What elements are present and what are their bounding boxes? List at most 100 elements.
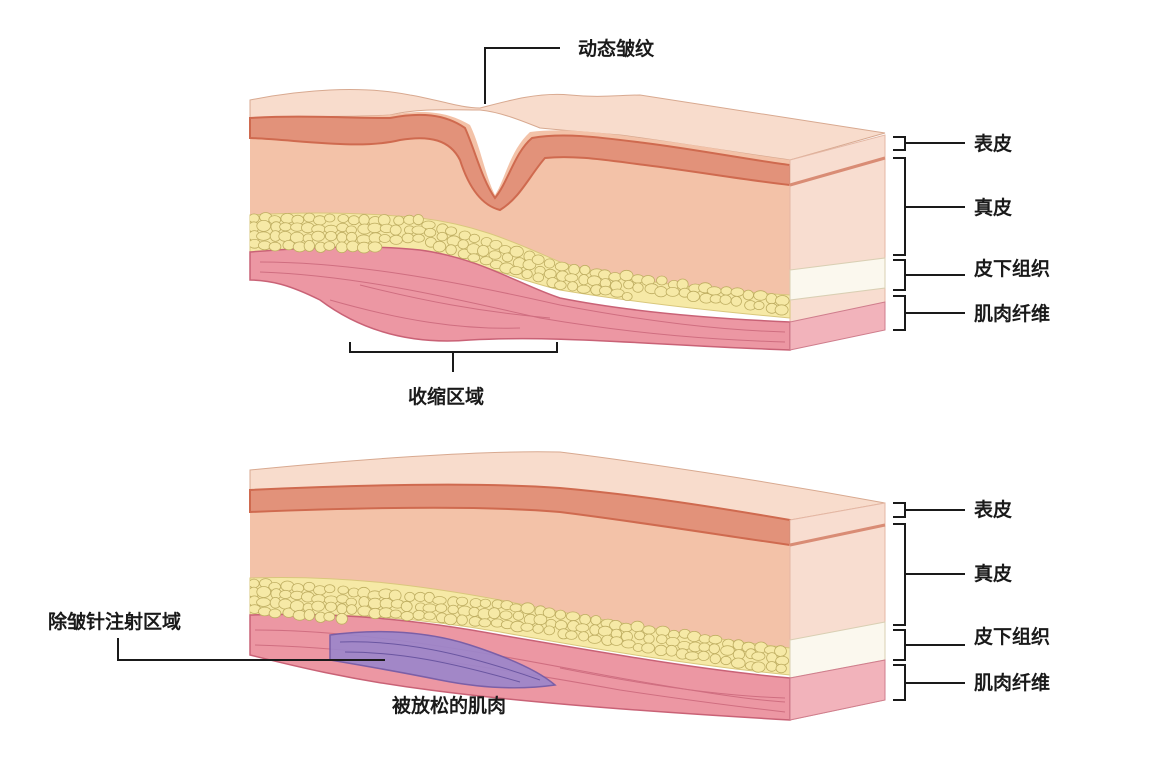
fat-cell	[378, 234, 391, 243]
fat-cell	[323, 611, 336, 622]
wrinkle-label: 动态皱纹	[578, 37, 655, 60]
fat-cell	[578, 631, 589, 642]
fat-cell	[412, 233, 425, 243]
fat-cell	[554, 609, 567, 620]
fat-cell	[278, 598, 293, 610]
top-label-subcutaneous: 皮下组织	[974, 257, 1050, 280]
fat-cell	[422, 603, 438, 613]
fat-cell	[337, 214, 349, 223]
fat-cell	[389, 224, 402, 236]
fat-cell	[765, 293, 778, 305]
fat-cell	[337, 585, 349, 595]
fat-cell	[579, 614, 591, 626]
fat-cell	[599, 285, 612, 296]
fat-cell	[579, 264, 591, 276]
bottom-label-dermis: 真皮	[974, 562, 1012, 585]
fat-cell	[488, 607, 501, 620]
top-label-dermis: 真皮	[974, 196, 1012, 219]
fat-cell	[753, 300, 765, 311]
fat-cell	[256, 219, 272, 232]
fat-cell	[489, 239, 503, 250]
fat-cell	[367, 222, 383, 234]
fat-cell	[311, 230, 325, 242]
fat-cell	[412, 609, 426, 621]
fat-cell	[303, 212, 316, 223]
fat-cell	[543, 625, 556, 636]
fat-cell	[775, 655, 790, 666]
fat-cell	[256, 231, 271, 241]
fat-cell	[324, 601, 337, 612]
fat-cell	[412, 214, 424, 226]
fat-cell	[401, 232, 415, 244]
fat-cell	[610, 636, 623, 646]
top-fat-cells	[250, 212, 790, 316]
fat-cell	[499, 610, 513, 620]
fat-cell	[554, 280, 567, 291]
fat-cell	[643, 633, 655, 644]
fat-cell	[751, 651, 766, 661]
fat-cell	[720, 655, 732, 666]
fat-cell	[765, 661, 778, 672]
fat-cell	[509, 603, 523, 613]
fat-cell	[641, 642, 655, 654]
bottom-layer-brackets	[893, 502, 965, 701]
fat-cell	[400, 600, 413, 612]
fat-cell	[289, 231, 305, 244]
fat-cell	[687, 631, 702, 643]
bottom-dermis-front	[250, 484, 790, 665]
fat-cell	[432, 596, 447, 605]
bottom-skin-block	[249, 451, 886, 721]
fat-cell	[720, 286, 733, 296]
fat-cell	[623, 279, 634, 290]
bottom-label-epidermis: 表皮	[974, 498, 1012, 521]
fat-cell	[324, 213, 336, 223]
fat-cell	[389, 234, 403, 245]
fat-cell	[532, 624, 544, 634]
contraction-label: 收缩区域	[408, 385, 484, 408]
fat-cell	[587, 634, 602, 644]
fat-cell	[567, 281, 578, 292]
fat-cell	[565, 611, 580, 622]
fat-cell	[730, 287, 745, 297]
fat-cell	[632, 282, 644, 293]
injection-label: 除皱针注射区域	[48, 610, 181, 633]
fat-cell	[564, 273, 579, 283]
fat-cell	[346, 231, 358, 243]
fat-cell	[423, 611, 436, 621]
fat-cell	[311, 600, 325, 612]
fat-cell	[590, 615, 602, 626]
fat-cell	[543, 258, 556, 269]
fat-cell	[268, 241, 282, 252]
fat-cell	[654, 644, 668, 657]
fat-cell	[423, 591, 435, 603]
fat-cell	[509, 245, 524, 258]
fat-cell	[432, 240, 447, 253]
fat-cell	[751, 661, 766, 673]
fat-cell	[576, 284, 591, 294]
fat-cell	[554, 261, 569, 272]
fat-cell	[542, 607, 556, 618]
fat-cell	[742, 289, 754, 301]
fat-cell	[404, 591, 416, 602]
fat-cell	[665, 644, 678, 657]
top-label-epidermis: 表皮	[974, 132, 1012, 155]
fat-cell	[456, 614, 468, 626]
fat-cell	[268, 608, 282, 619]
fat-cell	[400, 611, 414, 622]
fat-cell	[509, 266, 523, 276]
fat-cell	[279, 222, 292, 232]
fat-cell	[774, 645, 787, 657]
fat-cell	[479, 598, 491, 608]
fat-cell	[608, 272, 622, 282]
fat-cell	[358, 214, 370, 226]
fat-cell	[367, 597, 382, 610]
fat-cell	[520, 622, 534, 632]
injection-callout: 除皱针注射区域	[48, 610, 385, 661]
fat-cell	[323, 241, 336, 251]
fat-cell	[336, 603, 348, 615]
fat-cell	[521, 269, 533, 280]
fat-cell	[303, 609, 315, 621]
fat-cell	[532, 272, 545, 283]
fat-cell	[665, 286, 680, 297]
fat-cell	[479, 256, 493, 266]
